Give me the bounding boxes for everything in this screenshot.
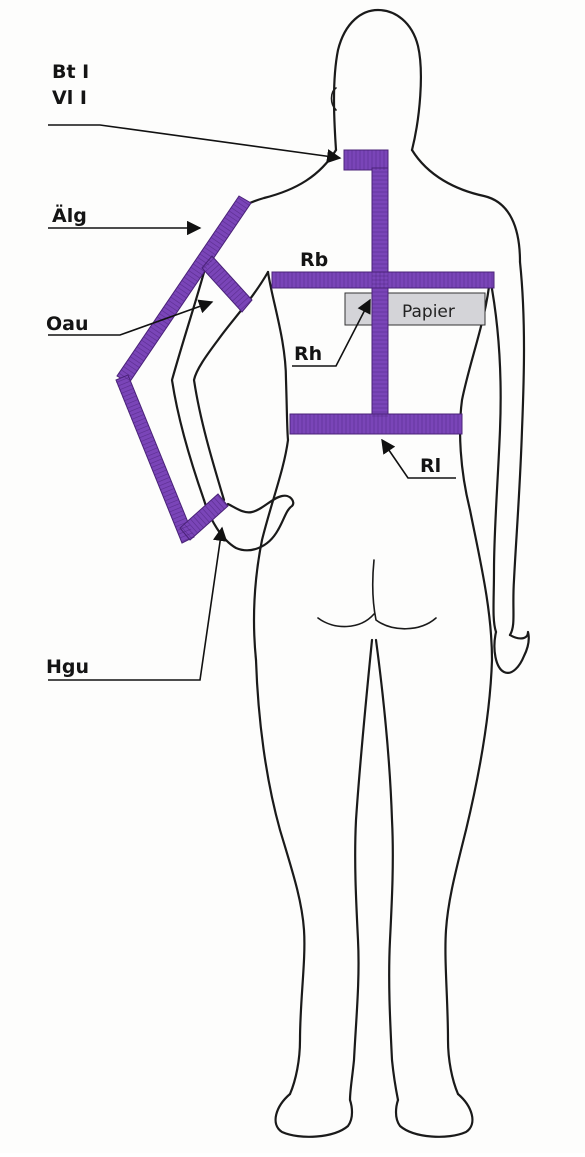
label-bt: Bt I bbox=[52, 61, 89, 83]
body-outline bbox=[172, 10, 529, 1137]
right-arm-outline bbox=[510, 262, 524, 635]
tape-neck bbox=[344, 150, 388, 170]
label-rl: Rl bbox=[420, 455, 441, 477]
left-foot-outline bbox=[276, 1094, 352, 1137]
leader-bt-vl bbox=[48, 125, 340, 158]
right-torso-outline bbox=[412, 150, 520, 660]
label-vl: Vl I bbox=[52, 87, 87, 109]
label-alg: Älg bbox=[52, 203, 87, 227]
tape-waist bbox=[290, 414, 462, 434]
leader-rl bbox=[382, 440, 456, 478]
label-oau: Oau bbox=[46, 313, 89, 335]
paper-label: Papier bbox=[402, 302, 455, 322]
label-rb: Rb bbox=[300, 249, 328, 271]
label-rh: Rh bbox=[294, 343, 322, 365]
label-hgu: Hgu bbox=[46, 656, 89, 678]
buttocks-outline bbox=[318, 560, 436, 629]
inner-legs-outline bbox=[350, 640, 398, 1100]
right-leg-outline bbox=[445, 660, 492, 1094]
left-arm-inner-outline bbox=[194, 272, 268, 500]
tape-spine bbox=[372, 168, 388, 420]
right-arm-inner-outline bbox=[490, 278, 501, 632]
leader-lines bbox=[48, 125, 456, 680]
left-leg-outline bbox=[256, 660, 304, 1094]
right-hand-outline bbox=[494, 632, 528, 673]
right-foot-outline bbox=[396, 1094, 472, 1137]
head-outline bbox=[334, 10, 421, 150]
tape-forearm bbox=[116, 375, 194, 543]
